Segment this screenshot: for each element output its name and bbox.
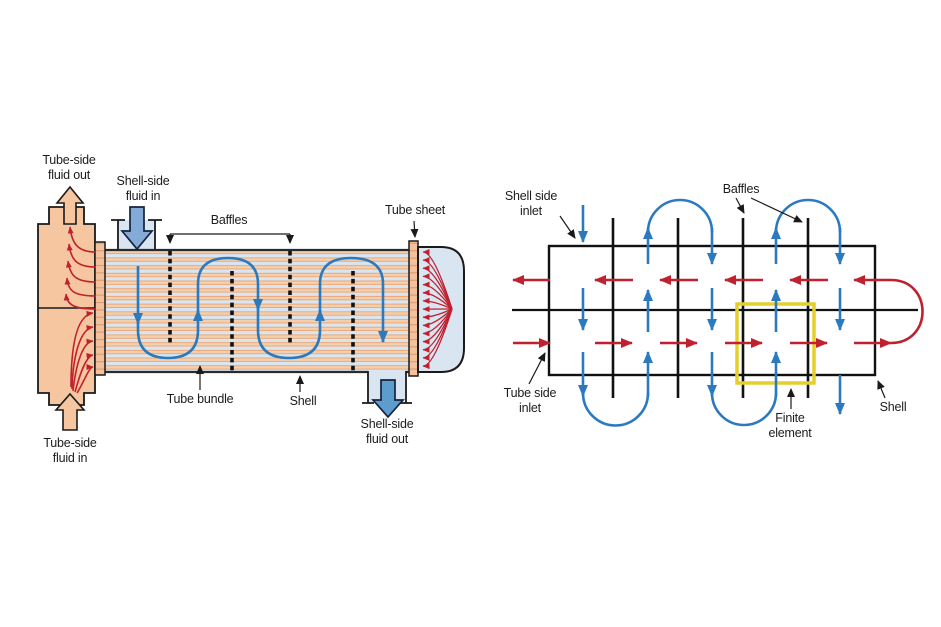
tube-u-turn-arc xyxy=(890,278,924,345)
label-baffles-right: Baffles xyxy=(722,182,760,196)
label-tube-side-inlet: Tube side inlet xyxy=(503,386,557,415)
shell-flow-arrows xyxy=(578,198,845,427)
label-shell-left: Shell xyxy=(289,394,317,408)
shell-side-in-arrow xyxy=(120,206,154,251)
right-diagram xyxy=(512,197,924,427)
tube-side-out-arrow xyxy=(55,185,85,225)
label-tube-side-fluid-in: Tube-side fluid in xyxy=(43,436,97,465)
label-shell-side-fluid-in: Shell-side fluid in xyxy=(116,174,170,203)
tube-side-in-arrow xyxy=(54,392,86,431)
label-tube-bundle: Tube bundle xyxy=(166,392,234,406)
label-baffles-left: Baffles xyxy=(210,213,248,227)
tube-sheet-left xyxy=(94,241,106,376)
label-shell-side-fluid-out: Shell-side fluid out xyxy=(360,417,414,446)
label-shell-side-inlet: Shell side inlet xyxy=(504,189,558,218)
tube-flow-bonnet-arrows xyxy=(63,226,97,394)
baffle-lines xyxy=(611,218,810,398)
label-tube-side-fluid-out: Tube-side fluid out xyxy=(42,153,96,182)
shell-flow-serpentine xyxy=(133,256,388,360)
label-finite-element: Finite element xyxy=(768,411,812,440)
shell-side-out-arrow xyxy=(371,379,405,419)
left-diagram xyxy=(37,185,465,431)
tube-sheet-right xyxy=(408,240,419,377)
end-cap-turnaround-arrows xyxy=(422,249,453,370)
right-label-leaders xyxy=(528,197,886,409)
tube-flow-arrows xyxy=(512,275,924,348)
label-tube-sheet: Tube sheet xyxy=(384,203,446,217)
left-label-leaders xyxy=(166,220,419,392)
label-shell-right: Shell xyxy=(879,400,907,414)
